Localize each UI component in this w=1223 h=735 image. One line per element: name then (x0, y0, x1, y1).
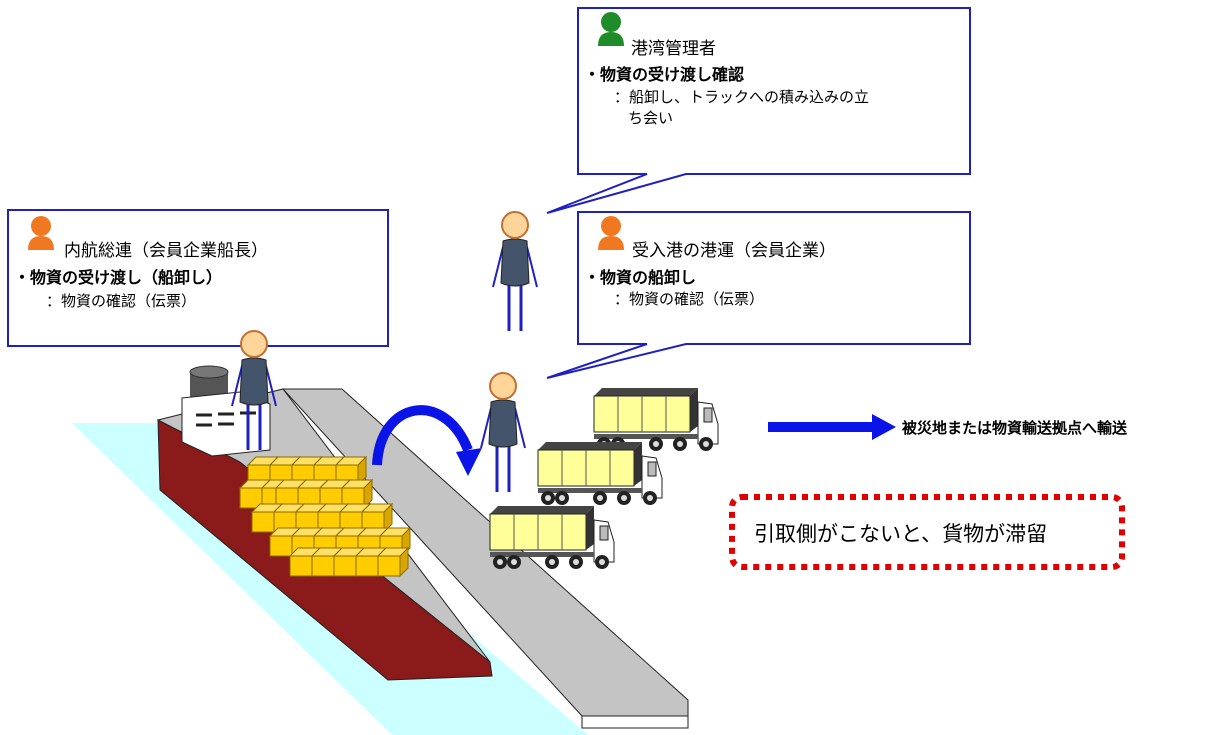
role-detail: ち会い (628, 109, 674, 127)
cargo-stack (238, 455, 412, 578)
cargo-box (340, 478, 374, 510)
callout-coastal-shipping (7, 209, 389, 347)
person-icon-manager (598, 12, 624, 46)
truck (489, 506, 615, 569)
role-detail: ：物資の確認（伝票） (614, 290, 765, 308)
role-task: ・物資の受け渡し（船卸し） (14, 268, 223, 287)
worker-figure (492, 211, 538, 331)
truck (593, 388, 719, 451)
truck (537, 442, 663, 505)
role-detail: ：物資の確認（伝票） (46, 292, 197, 310)
role-detail: ：船卸し、トラックへの積み込みの立 (614, 88, 870, 106)
transfer-arrowhead (456, 448, 482, 476)
transfer-arrow (372, 405, 473, 466)
worker-figure (480, 372, 526, 492)
callout-port-manager (546, 7, 971, 214)
cargo-box (360, 502, 394, 534)
role-title: 受入港の港運（会員企業） (632, 241, 836, 261)
person-icon-coastal (28, 216, 54, 250)
role-title: 港湾管理者 (631, 39, 716, 59)
role-task: ・物資の受け渡し確認 (584, 65, 745, 84)
cargo-box (376, 546, 410, 578)
destination-label: 被災地または物資輸送拠点へ輸送 (902, 419, 1128, 437)
person-icon-operator (598, 216, 624, 250)
quay-top (281, 388, 689, 717)
destination-arrowhead (872, 414, 896, 440)
worker-figure (231, 330, 277, 450)
warning-box (729, 494, 1125, 570)
callout-port-operator (546, 211, 971, 379)
role-title: 内航総連（会員企業船長） (64, 241, 268, 261)
destination-arrow-shaft (768, 422, 878, 432)
warning-text: 引取側がこないと、貨物が滞留 (754, 522, 1048, 546)
quay-front (581, 715, 689, 729)
role-task: ・物資の船卸し (584, 268, 697, 287)
